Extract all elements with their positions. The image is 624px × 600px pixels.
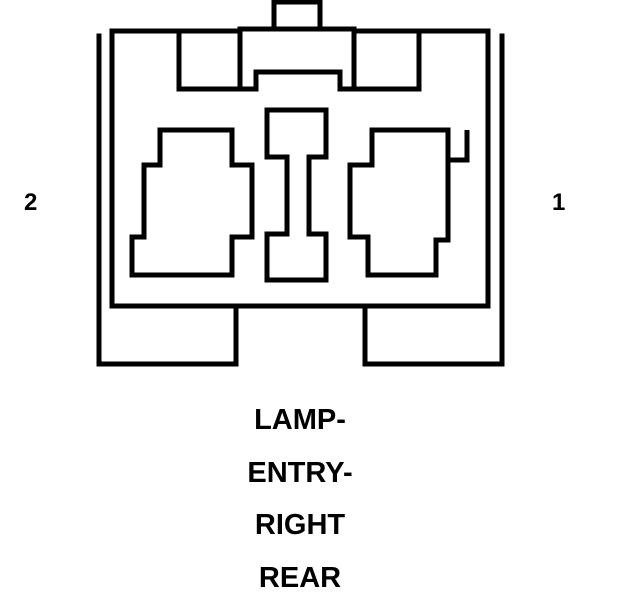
terminal-cavity-pin-1: [347, 127, 470, 278]
connector-top-cutout-left: [176, 28, 243, 92]
caption-line: ENTRY-: [247, 457, 353, 489]
terminal-cavity-pin-2: [129, 127, 255, 278]
pin-number-label-1: 1: [552, 189, 566, 216]
connector-top-cutout-right: [351, 28, 422, 92]
caption-line: RIGHT: [254, 509, 346, 541]
caption-line: REAR: [258, 562, 342, 594]
connector-top-keyway: [237, 28, 357, 92]
pin-number-label-2: 2: [24, 189, 38, 216]
caption-line: LAMP-: [254, 404, 346, 436]
connector-latch-tab: [271, 0, 323, 32]
connector-outer-housing: [96, 33, 505, 367]
center-polarizing-key: [264, 107, 329, 283]
